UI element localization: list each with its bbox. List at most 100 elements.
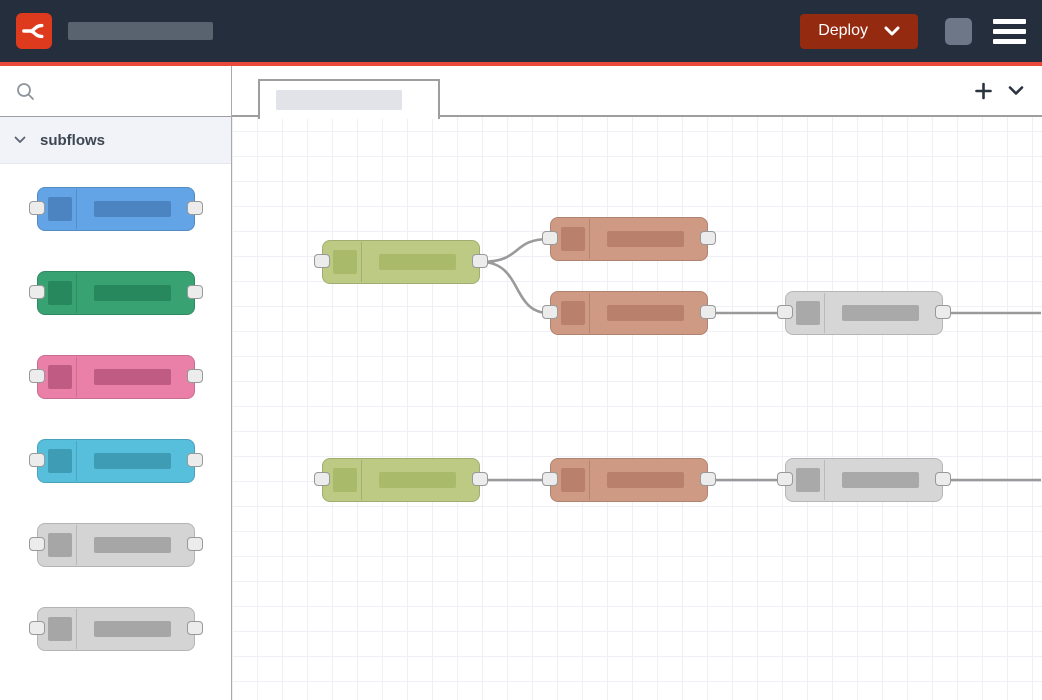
node-input-port[interactable]	[28, 621, 45, 635]
palette-sidebar: subflows	[0, 66, 232, 700]
node-input-port[interactable]	[28, 285, 45, 299]
app-title-placeholder	[68, 22, 213, 40]
node-output-port[interactable]	[935, 472, 951, 486]
workspace-tab-bar	[232, 66, 1042, 119]
node-icon	[333, 468, 357, 492]
node-label-placeholder	[842, 472, 919, 488]
node-output-port[interactable]	[186, 453, 203, 467]
node-label-placeholder	[93, 369, 171, 385]
plus-icon	[975, 82, 992, 99]
node-label-placeholder	[93, 537, 171, 553]
node-output-port[interactable]	[186, 621, 203, 635]
node-label-placeholder	[379, 472, 456, 488]
flow-tab[interactable]	[258, 79, 440, 119]
node-input-port[interactable]	[314, 472, 330, 486]
node-icon-separator	[589, 460, 590, 500]
node-icon	[561, 468, 585, 492]
subflow-blue[interactable]	[28, 187, 203, 231]
node-icon-separator	[75, 441, 77, 481]
palette-search[interactable]	[0, 66, 231, 117]
subflow-gray-1[interactable]	[28, 523, 203, 567]
subflow-pink[interactable]	[28, 355, 203, 399]
category-label: subflows	[40, 131, 106, 149]
flow-canvas[interactable]	[232, 117, 1042, 700]
flow-tab-label-placeholder	[276, 90, 402, 110]
subflow-green[interactable]	[28, 271, 203, 315]
node-label-placeholder	[842, 305, 919, 321]
flow-node-salmon-2[interactable]	[542, 291, 716, 335]
deploy-label: Deploy	[818, 22, 868, 39]
node-label-placeholder	[93, 621, 171, 637]
flow-node-gray-2[interactable]	[777, 458, 951, 502]
palette-category-subflows[interactable]: subflows	[0, 117, 231, 164]
node-icon	[561, 227, 585, 251]
node-icon	[47, 449, 72, 473]
workspace	[232, 66, 1042, 700]
node-icon	[47, 617, 72, 641]
node-label-placeholder	[607, 231, 684, 247]
node-input-port[interactable]	[542, 472, 558, 486]
flow-node-gray-1[interactable]	[777, 291, 951, 335]
node-input-port[interactable]	[314, 254, 330, 268]
node-input-port[interactable]	[28, 201, 45, 215]
node-input-port[interactable]	[28, 537, 45, 551]
node-output-port[interactable]	[935, 305, 951, 319]
node-icon-separator	[589, 293, 590, 333]
subflow-gray-2[interactable]	[28, 607, 203, 651]
subflow-cyan[interactable]	[28, 439, 203, 483]
node-icon	[796, 468, 820, 492]
node-input-port[interactable]	[542, 231, 558, 245]
node-icon-separator	[361, 460, 362, 500]
node-icon-separator	[75, 189, 77, 229]
flow-node-green-2[interactable]	[314, 458, 488, 502]
user-avatar[interactable]	[945, 17, 972, 45]
wire[interactable]	[480, 237, 550, 264]
node-label-placeholder	[93, 201, 171, 217]
node-output-port[interactable]	[186, 537, 203, 551]
node-input-port[interactable]	[28, 369, 45, 383]
chevron-down-icon	[884, 26, 900, 35]
node-icon-separator	[75, 609, 77, 649]
node-icon	[333, 250, 357, 274]
node-input-port[interactable]	[777, 305, 793, 319]
flow-node-salmon-3[interactable]	[542, 458, 716, 502]
node-input-port[interactable]	[542, 305, 558, 319]
flow-node-green-1[interactable]	[314, 240, 488, 284]
node-input-port[interactable]	[28, 453, 45, 467]
flow-node-salmon-1[interactable]	[542, 217, 716, 261]
node-red-logo-icon	[16, 13, 52, 49]
node-output-port[interactable]	[700, 305, 716, 319]
node-label-placeholder	[93, 285, 171, 301]
node-icon	[796, 301, 820, 325]
node-icon-separator	[824, 293, 825, 333]
node-output-port[interactable]	[700, 231, 716, 245]
node-icon	[47, 281, 72, 305]
search-icon	[17, 82, 34, 100]
add-flow-button[interactable]	[973, 80, 994, 101]
deploy-button[interactable]: Deploy	[800, 13, 918, 49]
node-output-port[interactable]	[186, 201, 203, 215]
hamburger-menu-icon[interactable]	[993, 18, 1026, 44]
node-icon-separator	[589, 219, 590, 259]
palette-node-list	[0, 164, 231, 700]
node-icon	[47, 365, 72, 389]
node-label-placeholder	[379, 254, 456, 270]
node-output-port[interactable]	[186, 285, 203, 299]
wire[interactable]	[480, 260, 550, 315]
node-output-port[interactable]	[700, 472, 716, 486]
node-output-port[interactable]	[472, 254, 488, 268]
node-input-port[interactable]	[777, 472, 793, 486]
node-icon-separator	[75, 273, 77, 313]
node-output-port[interactable]	[472, 472, 488, 486]
flow-list-button[interactable]	[1006, 83, 1026, 98]
node-icon-separator	[75, 525, 77, 565]
chevron-down-icon	[14, 136, 26, 143]
node-icon-separator	[75, 357, 77, 397]
header: Deploy	[0, 0, 1042, 62]
node-icon	[47, 197, 72, 221]
node-icon-separator	[824, 460, 825, 500]
node-label-placeholder	[93, 453, 171, 469]
node-icon	[47, 533, 72, 557]
wire-layer	[480, 237, 1041, 482]
node-output-port[interactable]	[186, 369, 203, 383]
